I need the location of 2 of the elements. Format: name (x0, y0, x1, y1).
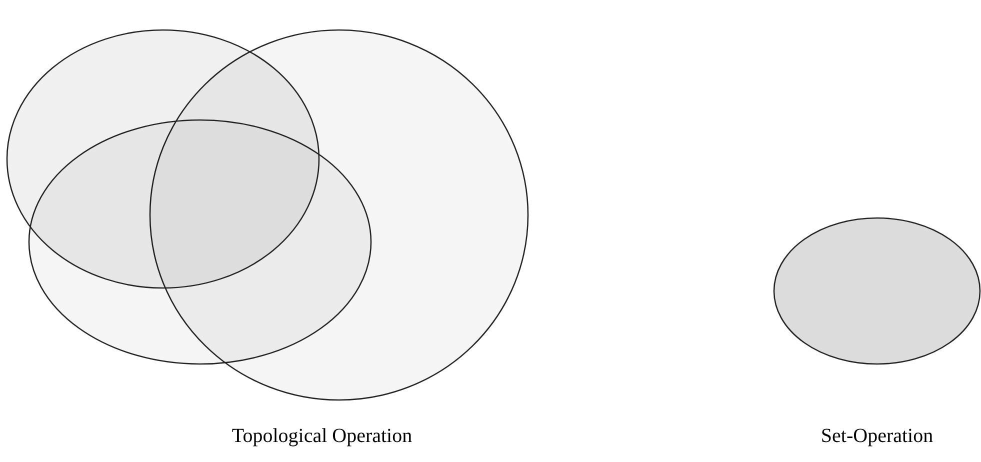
caption-text: Set-Operation (820, 425, 934, 448)
caption-text: Topological Operation (232, 425, 412, 448)
